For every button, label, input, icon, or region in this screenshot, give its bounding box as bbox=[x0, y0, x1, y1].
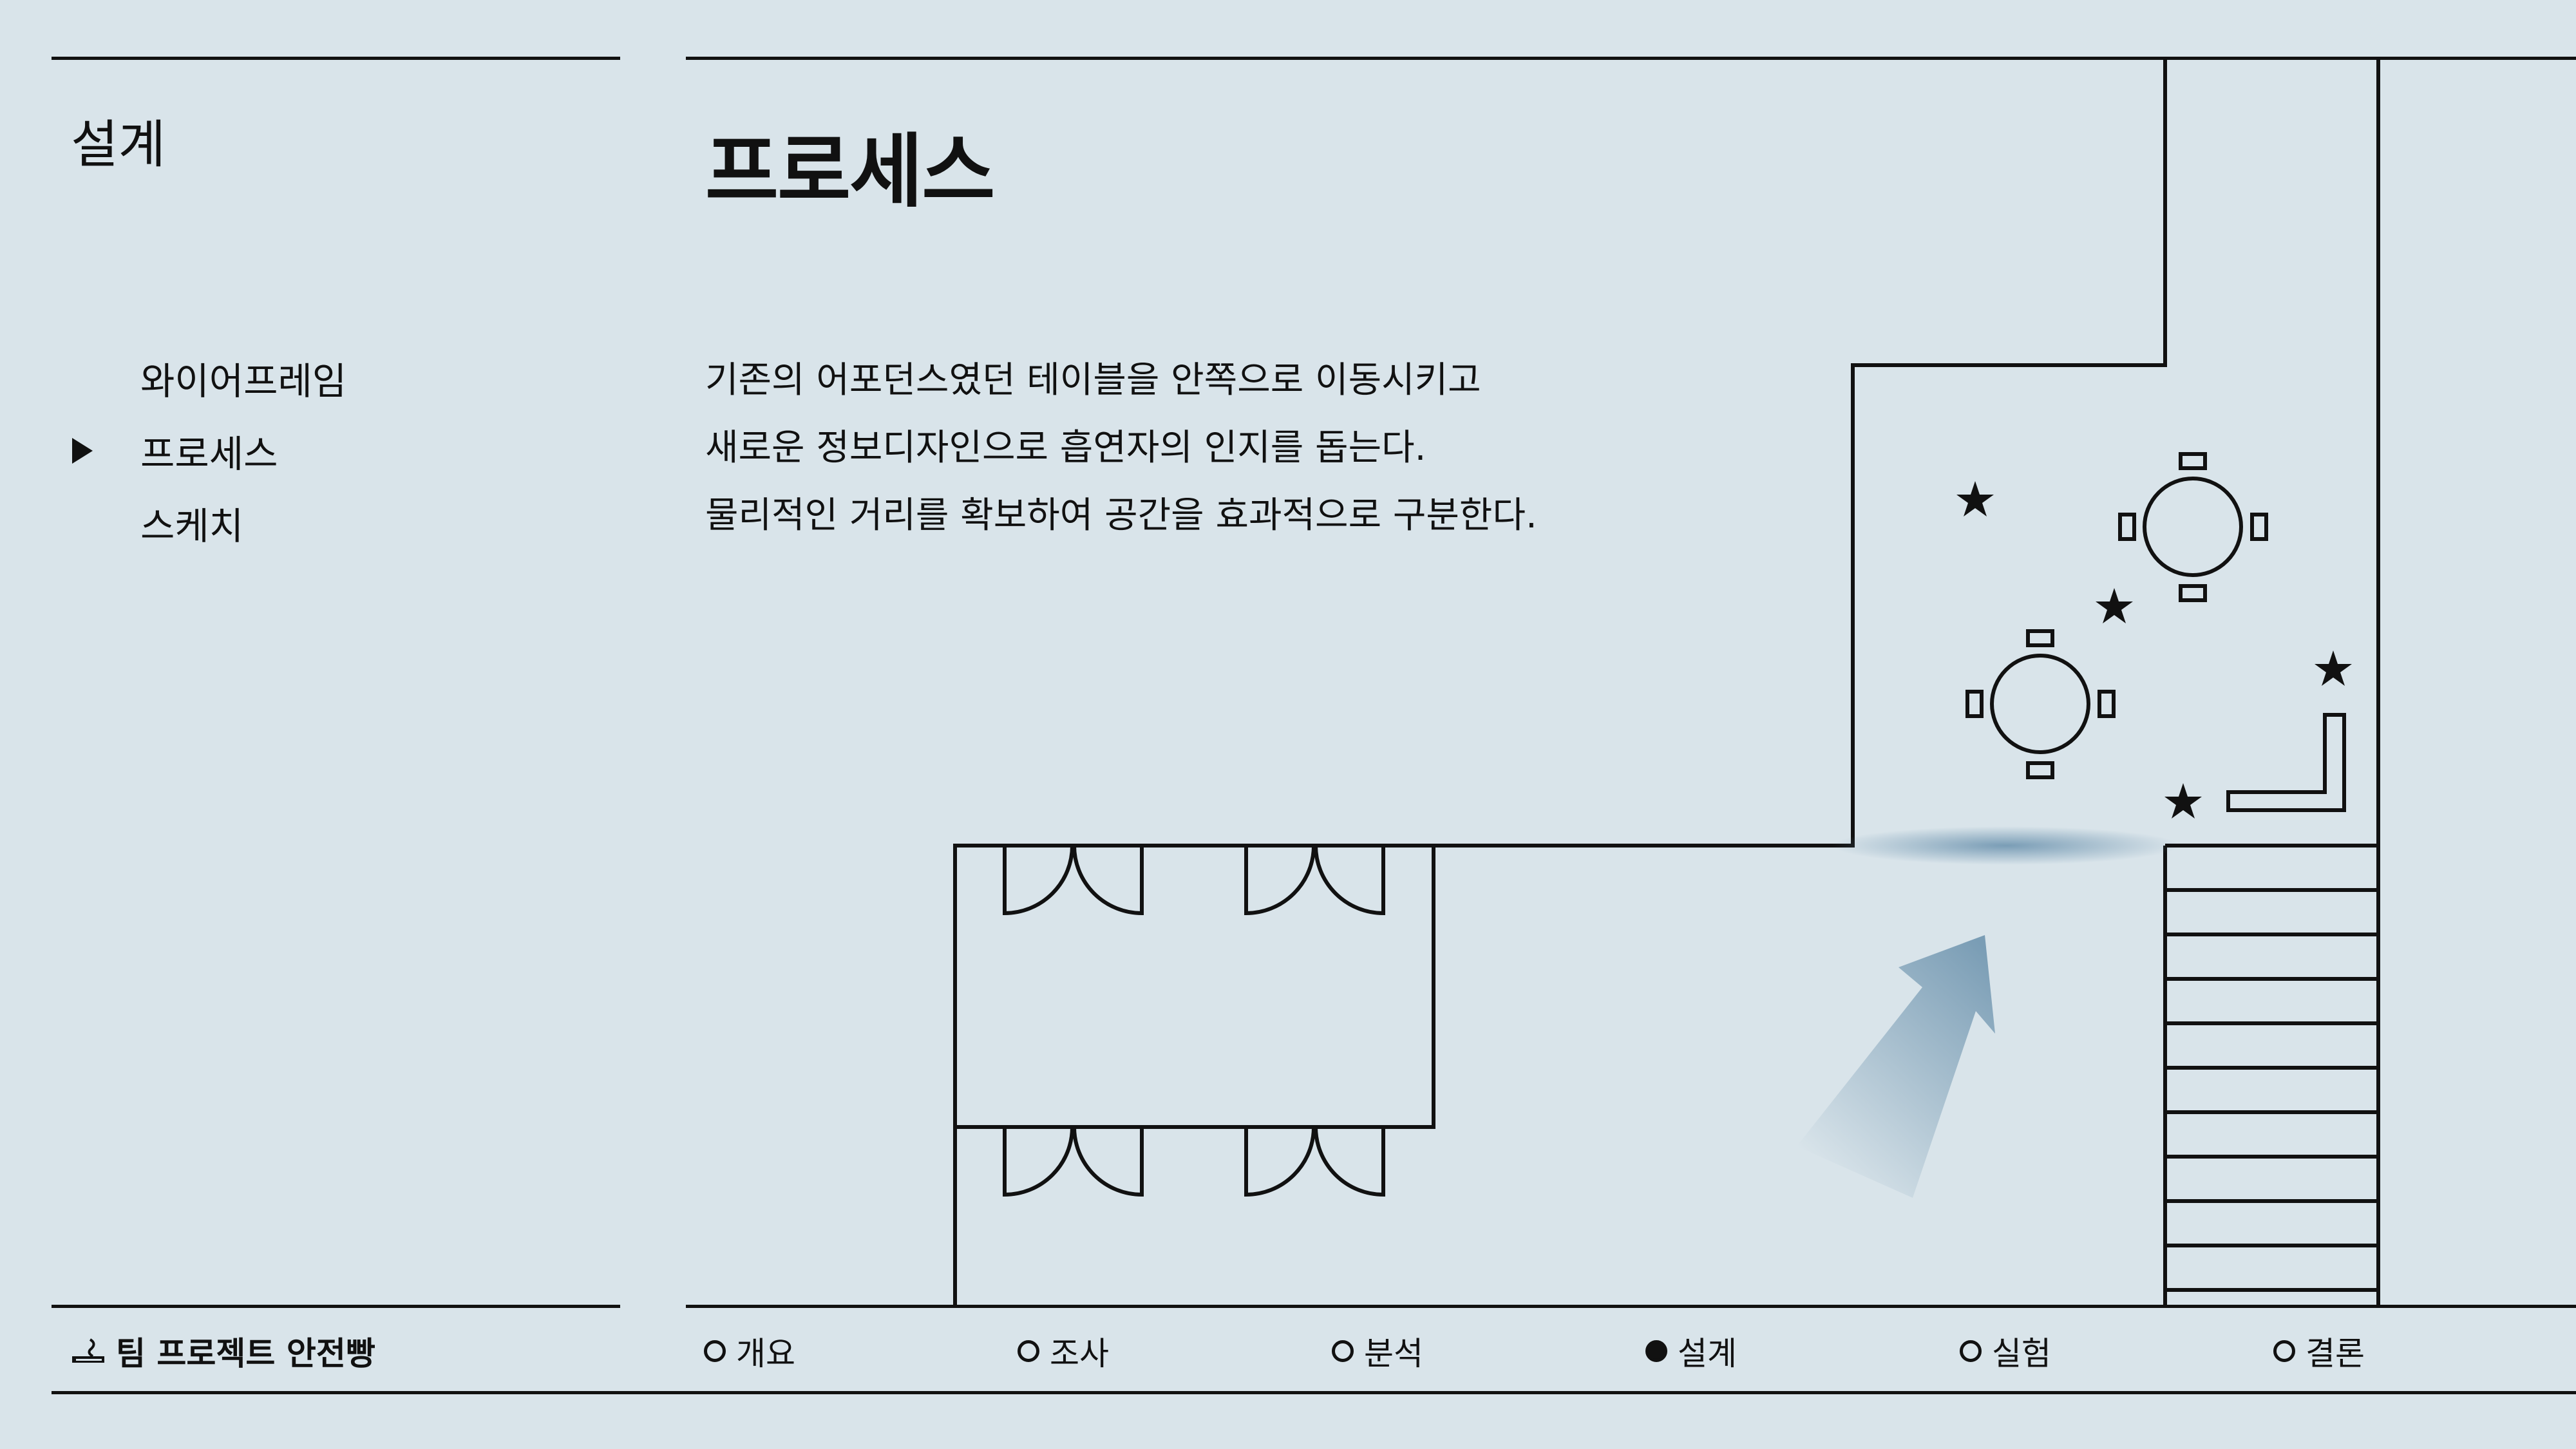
nav-dot-icon bbox=[1960, 1340, 1982, 1362]
nav-dot-icon bbox=[704, 1340, 726, 1362]
nav-item-conclusion[interactable]: 결론 bbox=[2273, 1328, 2365, 1374]
nav-item-experiment[interactable]: 실험 bbox=[1960, 1328, 2051, 1374]
nav-item-research[interactable]: 조사 bbox=[1018, 1328, 1109, 1374]
description-line-2: 새로운 정보디자인으로 흡연자의 인지를 돕는다. bbox=[705, 427, 1426, 469]
nav-item-analysis[interactable]: 분석 bbox=[1332, 1328, 1423, 1374]
description-line-3: 물리적인 거리를 확보하여 공간을 효과적으로 구분한다. bbox=[705, 495, 1537, 536]
nav-label: 결론 bbox=[2306, 1335, 2365, 1372]
nav-label: 조사 bbox=[1050, 1335, 1109, 1372]
round-table-1 bbox=[2118, 452, 2268, 602]
team-label: 팀 프로젝트 안전빵 bbox=[71, 1328, 375, 1374]
cigarette-icon bbox=[72, 1338, 104, 1363]
subnav-item-process[interactable]: 프로세스 bbox=[140, 432, 278, 476]
direction-arrow bbox=[1797, 935, 1995, 1198]
nav-label: 실험 bbox=[1992, 1335, 2051, 1372]
nav-dot-icon bbox=[2273, 1340, 2295, 1362]
star-markers bbox=[1956, 481, 2352, 819]
team-name: 팀 프로젝트 안전빵 bbox=[116, 1335, 375, 1372]
bottom-rule-left bbox=[52, 1305, 620, 1308]
entrance-glow bbox=[1832, 826, 2180, 865]
footer-rule bbox=[52, 1391, 2576, 1394]
nav-label: 개요 bbox=[736, 1335, 795, 1372]
staircase bbox=[2165, 844, 2378, 1292]
doors-top bbox=[1003, 845, 1385, 916]
bottom-rule-right bbox=[686, 1305, 2576, 1308]
nav-label: 설계 bbox=[1678, 1335, 1737, 1372]
wall-outline bbox=[1434, 57, 2167, 848]
nav-dot-icon bbox=[1332, 1340, 1354, 1362]
active-arrow-icon bbox=[72, 438, 93, 464]
nav-dot-active-icon bbox=[1645, 1340, 1667, 1362]
table-block bbox=[953, 844, 1435, 1129]
page-title: 프로세스 bbox=[705, 126, 995, 218]
subnav-item-sketch[interactable]: 스케치 bbox=[140, 504, 244, 548]
top-rule-left bbox=[52, 57, 620, 60]
nav-dot-icon bbox=[1018, 1340, 1039, 1362]
nav-item-overview[interactable]: 개요 bbox=[704, 1328, 795, 1374]
top-rule-right bbox=[686, 57, 2576, 60]
doors-bottom bbox=[1003, 1126, 1385, 1197]
nav-item-design[interactable]: 설계 bbox=[1645, 1328, 1737, 1374]
subnav-item-wireframe[interactable]: 와이어프레임 bbox=[140, 359, 347, 403]
nav-label: 분석 bbox=[1364, 1335, 1423, 1372]
l-bench bbox=[2226, 713, 2346, 812]
section-title: 설계 bbox=[71, 115, 166, 175]
description-line-1: 기존의 어포던스였던 테이블을 안쪽으로 이동시키고 bbox=[705, 359, 1481, 401]
round-table-2 bbox=[1965, 629, 2116, 779]
